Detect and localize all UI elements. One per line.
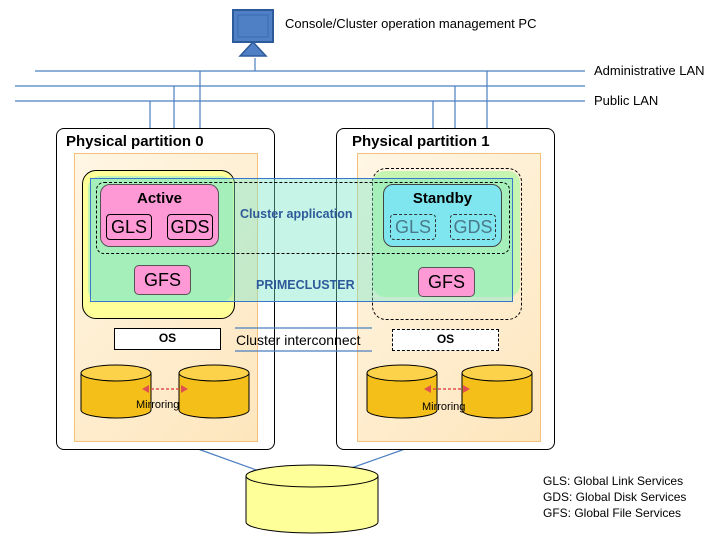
- public-lan-label: Public LAN: [594, 93, 659, 108]
- disks-partition-1: [366, 364, 533, 419]
- admin-lan-label: Administrative LAN: [594, 63, 705, 78]
- legend-gfs: GFS: Global File Services: [543, 506, 682, 520]
- disk-icon: [461, 364, 533, 419]
- mirror-arrow-icon: [424, 385, 470, 393]
- cluster-interconnect-label: Cluster interconnect: [236, 332, 361, 348]
- cluster-application-box: [96, 182, 510, 254]
- legend-gds: GDS: Global Disk Services: [543, 490, 687, 504]
- os-partition-1: OS: [392, 329, 499, 351]
- disks-partition-0: [80, 364, 250, 419]
- monitor-icon: [232, 9, 274, 57]
- mirroring-label-0: Mirroring: [136, 399, 180, 411]
- gls-active: GLS: [106, 214, 152, 240]
- node-1-dashed-box: [372, 168, 522, 320]
- primecluster-label: PRIMECLUSTER: [256, 278, 355, 292]
- active-label: Active: [136, 190, 183, 207]
- os-partition-0: OS: [114, 328, 221, 350]
- standby-box: [383, 184, 502, 247]
- mirror-arrow-icon: [142, 385, 188, 393]
- shared-disk-icon: [245, 464, 379, 534]
- legend-gls: GLS: Global Link Services: [543, 474, 684, 488]
- disk-icon: [80, 364, 152, 419]
- gds-standby: GDS: [450, 214, 496, 240]
- pc-label: Console/Cluster operation management PC: [285, 16, 537, 31]
- cluster-application-label: Cluster application: [240, 207, 353, 221]
- disk-icon: [366, 364, 438, 419]
- mirroring-label-1: Mirroring: [422, 401, 466, 413]
- disk-icon: [178, 364, 250, 419]
- partition-0-title: Physical partition 0: [66, 133, 204, 150]
- partition-1-title: Physical partition 1: [352, 133, 490, 150]
- gds-active: GDS: [167, 214, 213, 240]
- gls-standby: GLS: [390, 214, 436, 240]
- gfs-partition-1: GFS: [418, 267, 475, 297]
- standby-label: Standby: [412, 190, 473, 207]
- gfs-partition-0: GFS: [134, 265, 191, 295]
